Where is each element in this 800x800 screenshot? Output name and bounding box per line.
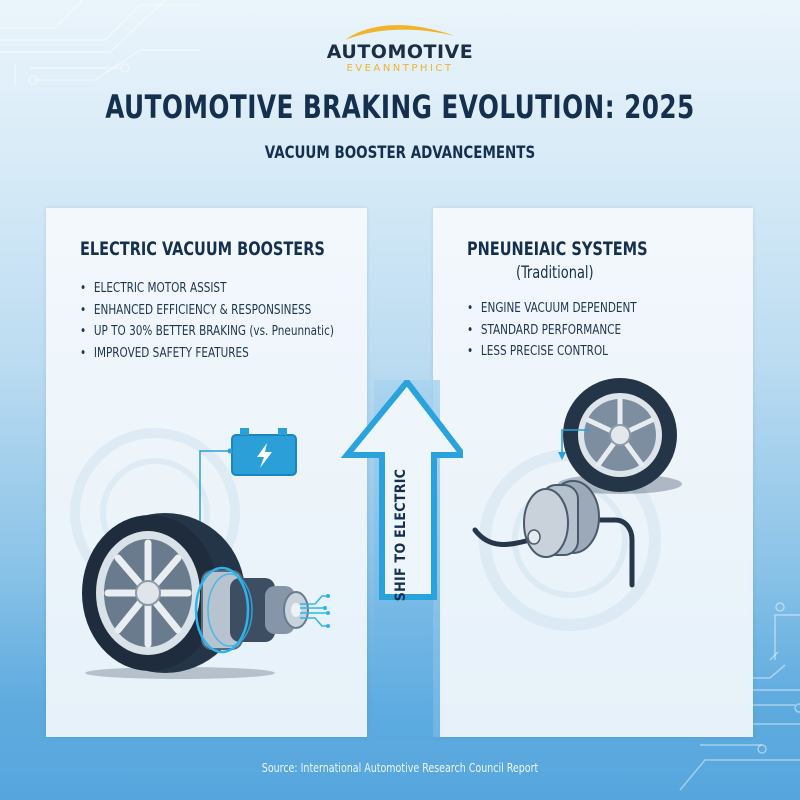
logo-sub-text: EVEANNTPHICT bbox=[346, 63, 454, 74]
feature-list: ENGINE VACUUM DEPENDENT STANDARD PERFORM… bbox=[467, 298, 664, 363]
swoosh-icon bbox=[345, 25, 455, 40]
panel-title: PNEUNEIAIC SYSTEMS bbox=[467, 238, 648, 260]
hose-icon bbox=[472, 517, 635, 588]
electric-booster-icon bbox=[194, 566, 330, 654]
source-citation: Source: International Automotive Researc… bbox=[261, 761, 539, 775]
panel-title: ELECTRIC VACUUM BOOSTERS bbox=[80, 238, 325, 260]
pneumatic-booster-illustration bbox=[472, 378, 682, 631]
list-item: UP TO 30% BETTER BRAKING (vs. Pneunnatic… bbox=[80, 321, 334, 343]
arrow-up-icon bbox=[340, 380, 463, 600]
brand-logo: AUTOMOTIVE EVEANNTPHICT bbox=[300, 18, 500, 78]
electric-booster-illustration bbox=[70, 428, 330, 679]
battery-icon bbox=[231, 428, 297, 476]
pneumatic-systems-panel: PNEUNEIAIC SYSTEMS (Traditional) ENGINE … bbox=[433, 208, 753, 737]
logo-main-text: AUTOMOTIVE bbox=[326, 41, 474, 63]
arrow-label: SHIF TO ELECTRIC bbox=[376, 468, 426, 602]
vacuum-booster-icon bbox=[523, 480, 600, 558]
list-item: IMPROVED SAFETY FEATURES bbox=[80, 343, 334, 365]
panel-subtitle: (Traditional) bbox=[516, 263, 594, 283]
electric-boosters-panel: ELECTRIC VACUUM BOOSTERS ELECTRIC MOTOR … bbox=[46, 208, 367, 737]
list-item: ENHANCED EFFICIENCY & RESPONSINESS bbox=[80, 300, 334, 322]
list-item: STANDARD PERFORMANCE bbox=[467, 320, 637, 342]
feature-list: ELECTRIC MOTOR ASSIST ENHANCED EFFICIENC… bbox=[80, 278, 375, 364]
list-item: ENGINE VACUUM DEPENDENT bbox=[467, 298, 637, 320]
arrow-label-text: SHIF TO ELECTRIC bbox=[393, 468, 409, 602]
shift-arrow bbox=[340, 380, 463, 740]
wheel-icon bbox=[558, 378, 682, 494]
page-title: AUTOMOTIVE BRAKING EVOLUTION: 2025 bbox=[105, 88, 695, 126]
page-subtitle: VACUUM BOOSTER ADVANCEMENTS bbox=[264, 143, 536, 163]
list-item: LESS PRECISE CONTROL bbox=[467, 341, 637, 363]
list-item: ELECTRIC MOTOR ASSIST bbox=[80, 278, 334, 300]
wheel-icon bbox=[82, 513, 245, 673]
